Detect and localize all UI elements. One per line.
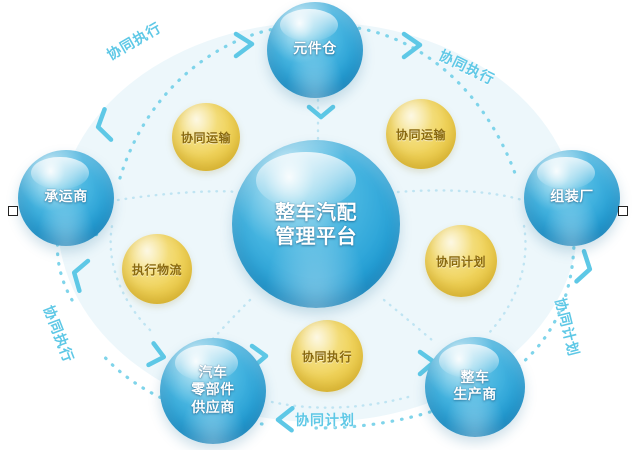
process-node-bottom-center[interactable]: 协同执行 — [291, 320, 363, 392]
process-label: 协同执行 — [301, 349, 352, 364]
node-carrier[interactable]: 承运商 — [18, 150, 114, 246]
node-label: 组装厂 — [550, 189, 594, 206]
node-assembly-plant[interactable]: 组装厂 — [524, 150, 620, 246]
process-label: 协同计划 — [435, 254, 486, 269]
process-label: 执行物流 — [131, 262, 182, 277]
process-label: 协同运输 — [180, 130, 231, 145]
process-label: 协同运输 — [395, 127, 446, 142]
selection-handle-right[interactable] — [618, 206, 628, 216]
central-platform-label: 整车汽配 管理平台 — [275, 199, 357, 248]
node-vehicle-manufacturer[interactable]: 整车 生产商 — [425, 337, 525, 437]
node-label: 汽车 零部件 供应商 — [191, 365, 235, 416]
inner-dotted-ring — [109, 98, 527, 409]
node-component-warehouse[interactable]: 元件仓 — [267, 2, 363, 98]
node-label: 整车 生产商 — [453, 369, 497, 403]
process-node-top-right[interactable]: 协同运输 — [386, 99, 456, 169]
process-node-mid-left[interactable]: 执行物流 — [122, 234, 192, 304]
process-node-top-left[interactable]: 协同运输 — [172, 103, 240, 171]
node-central-platform[interactable]: 整车汽配 管理平台 — [232, 140, 400, 308]
selection-handle-left[interactable] — [8, 206, 18, 216]
node-label: 承运商 — [44, 189, 88, 206]
flow-label-bottom-center: 协同计划 — [295, 413, 355, 429]
node-auto-parts-supplier[interactable]: 汽车 零部件 供应商 — [160, 338, 266, 444]
process-node-mid-right[interactable]: 协同计划 — [425, 225, 497, 297]
node-label: 元件仓 — [293, 41, 337, 58]
